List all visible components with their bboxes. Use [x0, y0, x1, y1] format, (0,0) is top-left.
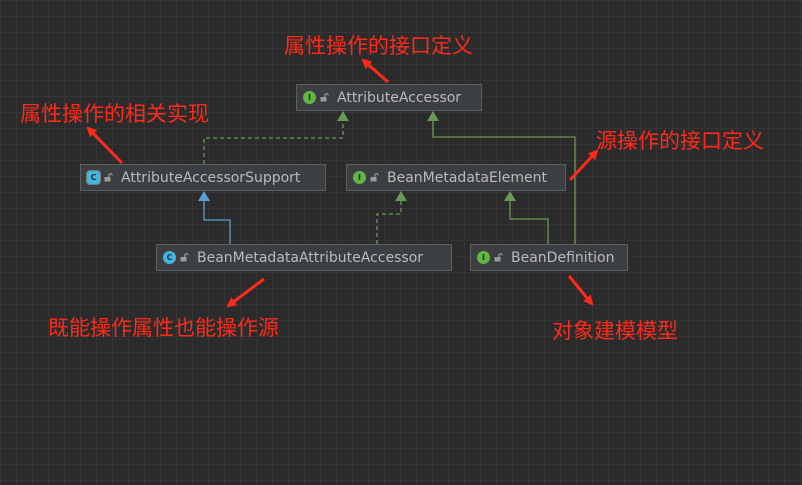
- annotation-attr-interface: 属性操作的接口定义: [284, 34, 473, 58]
- node-label: AttributeAccessor: [337, 89, 462, 106]
- arrowhead-support-accessor: [337, 111, 349, 121]
- edge-support-implements-accessor: [203, 121, 344, 164]
- node-label: BeanMetadataElement: [387, 169, 547, 186]
- arrowhead-definition-element: [504, 191, 516, 201]
- edge-metadata-accessor-implements-element: [376, 201, 402, 244]
- arrowhead-definition-accessor: [427, 111, 439, 121]
- node-attribute-accessor-support[interactable]: C AttributeAccessorSupport: [80, 164, 326, 191]
- unlocked-icon: [370, 173, 379, 182]
- annotation-arrow-attr-interface: [361, 58, 389, 84]
- edge-metadata-accessor-extends-support: [203, 201, 231, 244]
- node-label: AttributeAccessorSupport: [121, 169, 301, 186]
- unlocked-icon: [320, 93, 329, 102]
- interface-badge-icon: I: [477, 251, 490, 264]
- annotation-arrow-source-interface: [568, 149, 599, 182]
- annotation-arrow-both: [226, 277, 265, 308]
- edge-definition-extends-accessor: [432, 121, 576, 244]
- annotation-source-interface: 源操作的接口定义: [596, 129, 764, 153]
- interface-badge-icon: I: [353, 171, 366, 184]
- unlocked-icon: [104, 173, 113, 182]
- annotation-model: 对象建模模型: [552, 319, 678, 343]
- annotation-both: 既能操作属性也能操作源: [48, 316, 279, 340]
- annotation-attr-impl: 属性操作的相关实现: [20, 102, 209, 126]
- node-bean-metadata-attribute-accessor[interactable]: C BeanMetadataAttributeAccessor: [156, 244, 452, 271]
- unlocked-icon: [494, 253, 503, 262]
- abstract-class-badge-icon: C: [87, 171, 100, 184]
- annotation-arrow-model: [567, 275, 594, 306]
- node-label: BeanDefinition: [511, 249, 615, 266]
- annotation-arrow-attr-impl: [86, 126, 124, 165]
- edge-definition-extends-element: [509, 201, 549, 244]
- node-bean-definition[interactable]: I BeanDefinition: [470, 244, 628, 271]
- arrowhead-metadata-accessor-support: [198, 191, 210, 201]
- node-attribute-accessor[interactable]: I AttributeAccessor: [296, 84, 482, 111]
- interface-badge-icon: I: [303, 91, 316, 104]
- unlocked-icon: [180, 253, 189, 262]
- arrowhead-metadata-accessor-element: [395, 191, 407, 201]
- node-label: BeanMetadataAttributeAccessor: [197, 249, 424, 266]
- node-bean-metadata-element[interactable]: I BeanMetadataElement: [346, 164, 566, 191]
- class-badge-icon: C: [163, 251, 176, 264]
